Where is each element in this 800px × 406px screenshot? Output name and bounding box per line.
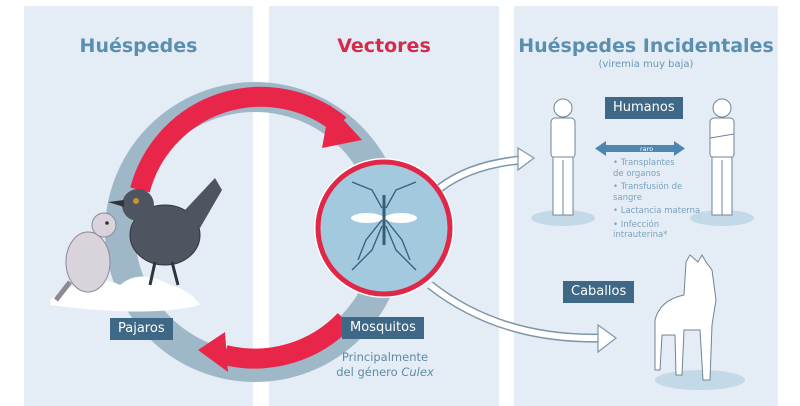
panel-subtitle-viremia: (viremia muy baja) xyxy=(598,59,694,70)
panel-title-incidental-hosts: Huéspedes Incidentales xyxy=(518,35,774,57)
mosquito-icon xyxy=(314,158,454,298)
route-item: • Lactancia materna xyxy=(613,206,701,216)
arrow-to-humans-icon xyxy=(437,146,536,192)
human-right-icon xyxy=(690,98,754,226)
caption-prefix: del género xyxy=(336,365,402,379)
horses-label: Caballos xyxy=(563,281,635,303)
route-item: • Infección intrauterina* xyxy=(613,219,668,241)
caption-line-2: del género Culex xyxy=(330,365,440,380)
human-left-icon xyxy=(531,98,595,226)
birds-label: Pajaros xyxy=(110,318,173,340)
panel-title-vectors: Vectores xyxy=(337,35,431,57)
cycle-arrow-top-icon xyxy=(130,86,362,193)
panel-title-hosts: Huéspedes xyxy=(79,35,198,57)
horse-icon xyxy=(654,253,745,390)
human-transmission-routes: • Transplantes de organos • Transfusión … xyxy=(613,158,723,244)
mosquito-genus-caption: Principalmente del género Culex xyxy=(330,350,440,380)
blackbird-icon xyxy=(108,178,222,286)
cycle-arrow-bottom-icon xyxy=(198,312,353,372)
mosquitoes-label: Mosquitos xyxy=(342,317,424,339)
caption-genus: Culex xyxy=(401,365,434,379)
route-item: • Transplantes de organos xyxy=(613,158,675,179)
arrow-to-horses-icon xyxy=(427,281,618,354)
caption-line-1: Principalmente xyxy=(341,350,429,364)
humans-label: Humanos xyxy=(605,97,683,119)
rare-transmission-arrow-icon xyxy=(595,141,685,156)
route-item: • Transfusión de sangre xyxy=(613,182,683,203)
rare-label: raro xyxy=(640,145,654,153)
pale-bird-icon xyxy=(54,212,117,302)
